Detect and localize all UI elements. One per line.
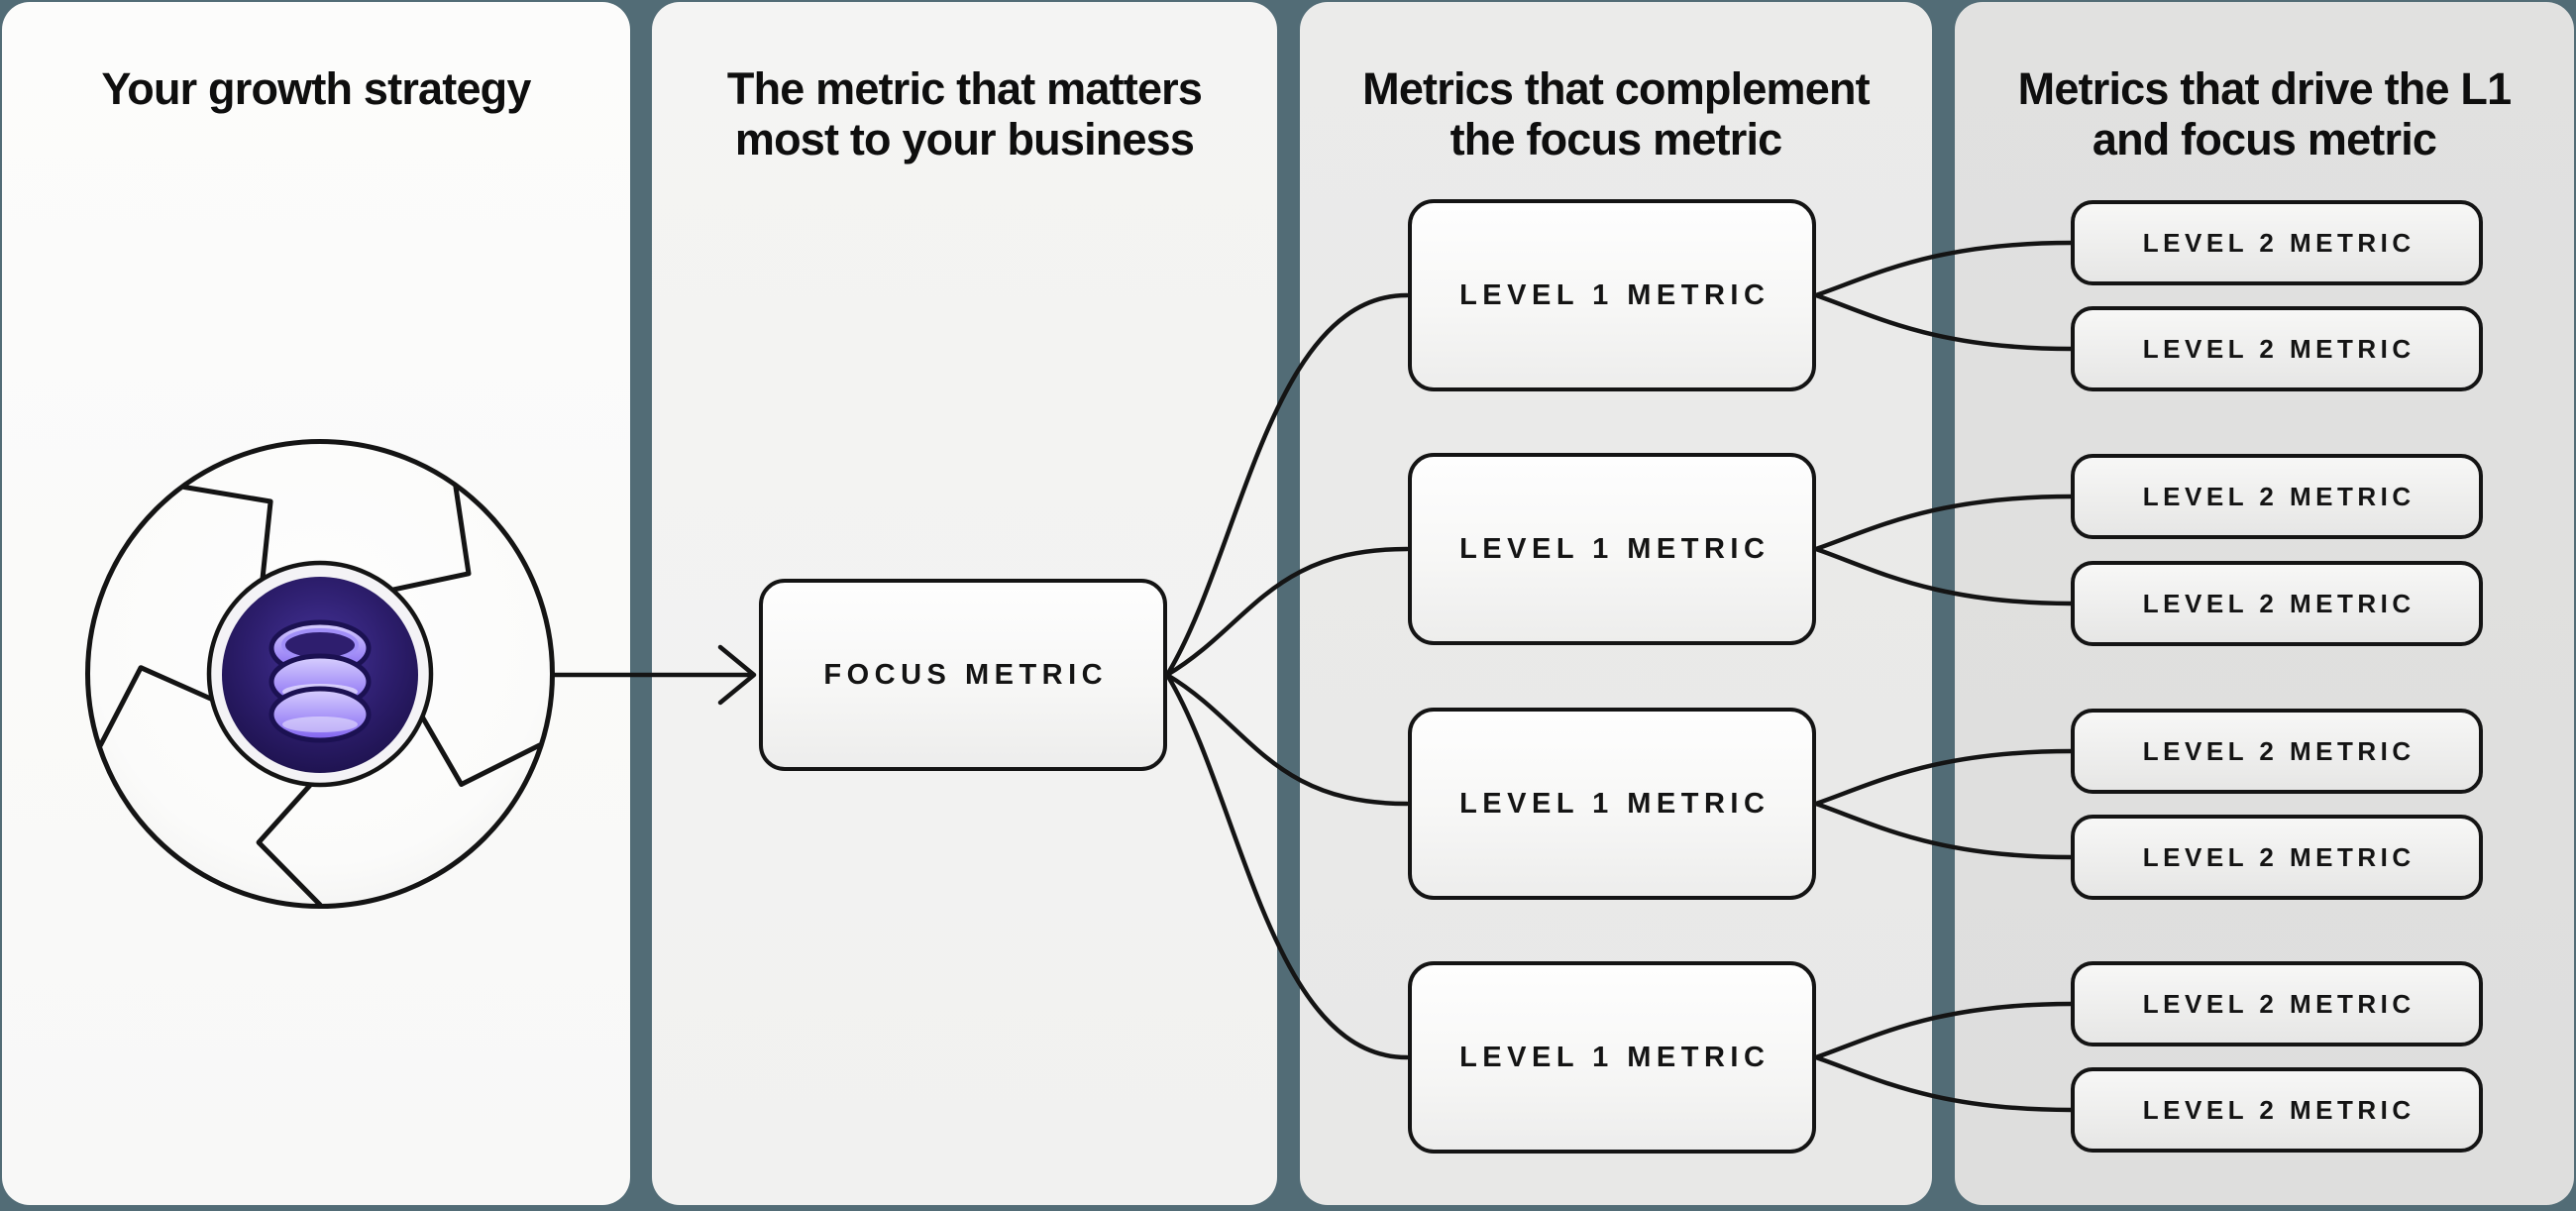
- level1-metric-box-1: LEVEL 1 METRIC: [1408, 199, 1816, 391]
- curve-l1-1-l2-2: [1813, 292, 2075, 352]
- curve-l1-4-l2-8: [1813, 1054, 2075, 1113]
- curve-l1-1-l2-1: [1813, 240, 2075, 298]
- level2-metric-label: LEVEL 2 METRIC: [2142, 841, 2415, 872]
- column-title-4-line-2: and focus metric: [2092, 114, 2437, 165]
- level2-metric-label: LEVEL 2 METRIC: [2142, 481, 2415, 511]
- column-title-3-line-2: the focus metric: [1449, 114, 1783, 165]
- level2-metric-label: LEVEL 2 METRIC: [2142, 735, 2415, 766]
- database-icon: [268, 619, 372, 743]
- level1-metric-box-4: LEVEL 1 METRIC: [1408, 961, 1816, 1154]
- curve-l1-2-l2-3: [1813, 494, 2075, 552]
- level2-metric-box-7: LEVEL 2 METRIC: [2071, 961, 2483, 1046]
- level2-metric-box-6: LEVEL 2 METRIC: [2071, 815, 2483, 900]
- column-title-3-line-1: Metrics that complement: [1362, 63, 1871, 114]
- level1-metric-label: LEVEL 1 METRIC: [1459, 278, 1771, 311]
- level2-metric-box-4: LEVEL 2 METRIC: [2071, 561, 2483, 646]
- column-title-1: Your growth strategy: [2, 63, 630, 114]
- column-title-4: Metrics that drive the L1 and focus metr…: [1955, 63, 2574, 165]
- focus-metric-box: FOCUS METRIC: [759, 579, 1167, 771]
- level1-metric-box-3: LEVEL 1 METRIC: [1408, 708, 1816, 900]
- level2-metric-label: LEVEL 2 METRIC: [2142, 1094, 2415, 1125]
- curve-l1-4-l2-7: [1813, 1001, 2075, 1060]
- arrow-head: [717, 644, 757, 706]
- column-title-2: The metric that matters most to your bus…: [652, 63, 1277, 165]
- panel-focus-metric: The metric that matters most to your bus…: [652, 2, 1277, 1205]
- level2-metric-box-2: LEVEL 2 METRIC: [2071, 306, 2483, 391]
- level2-metric-box-3: LEVEL 2 METRIC: [2071, 454, 2483, 539]
- focus-metric-label: FOCUS METRIC: [823, 658, 1109, 691]
- column-title-2-line-1: The metric that matters: [726, 63, 1203, 114]
- level1-metric-label: LEVEL 1 METRIC: [1459, 532, 1771, 565]
- column-title-3: Metrics that complement the focus metric: [1300, 63, 1932, 165]
- curve-l1-3-l2-6: [1813, 801, 2075, 860]
- level2-metric-box-8: LEVEL 2 METRIC: [2071, 1067, 2483, 1153]
- level2-metric-box-1: LEVEL 2 METRIC: [2071, 200, 2483, 285]
- curve-focus-l1-1: [1164, 292, 1410, 678]
- column-title-1-line-1: Your growth strategy: [101, 63, 531, 114]
- curve-focus-l1-3: [1164, 672, 1410, 807]
- level1-metric-box-2: LEVEL 1 METRIC: [1408, 453, 1816, 645]
- column-title-2-line-2: most to your business: [734, 114, 1195, 165]
- column-title-4-line-1: Metrics that drive the L1: [2017, 63, 2512, 114]
- level2-metric-label: LEVEL 2 METRIC: [2142, 333, 2415, 364]
- growth-loop-icon: [85, 439, 555, 909]
- level2-metric-label: LEVEL 2 METRIC: [2142, 988, 2415, 1019]
- curve-focus-l1-4: [1164, 672, 1410, 1060]
- level2-metric-label: LEVEL 2 METRIC: [2142, 588, 2415, 618]
- level2-metric-label: LEVEL 2 METRIC: [2142, 227, 2415, 258]
- curve-l1-2-l2-4: [1813, 546, 2075, 606]
- pinwheel-blades: [97, 485, 543, 908]
- level1-metric-label: LEVEL 1 METRIC: [1459, 1041, 1771, 1073]
- level2-metric-box-5: LEVEL 2 METRIC: [2071, 709, 2483, 794]
- curve-focus-l1-2: [1164, 546, 1410, 678]
- level1-metric-label: LEVEL 1 METRIC: [1459, 787, 1771, 820]
- curve-l1-3-l2-5: [1813, 748, 2075, 807]
